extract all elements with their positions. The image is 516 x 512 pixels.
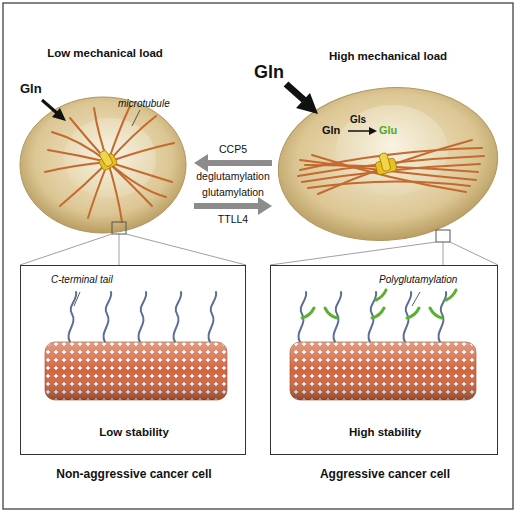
- microtubules: [45, 106, 174, 222]
- uptake-arrow-shaft: [42, 100, 58, 114]
- cell-right: [270, 77, 505, 265]
- zoom-line: [20, 234, 112, 265]
- text-label: Glu: [379, 124, 397, 137]
- tail: [138, 292, 146, 342]
- centriole: [379, 152, 391, 171]
- inset-microtubule-left: [45, 292, 227, 400]
- centriole: [99, 150, 114, 168]
- c-terminal-tails: [68, 292, 216, 342]
- zoom-connector: [119, 233, 120, 265]
- cell-region: Low mechanical load: [20, 95, 188, 233]
- text-label: Gln: [20, 82, 42, 97]
- leader-line: [132, 110, 140, 126]
- node-text: Low stability: [21, 426, 247, 439]
- tube-shading: [45, 342, 227, 400]
- tail: [103, 292, 111, 342]
- node-text: Non-aggressive cancer cell: [11, 468, 257, 482]
- reaction-arrow: [194, 154, 272, 172]
- zoom-square: [112, 222, 126, 234]
- tail: [68, 292, 76, 342]
- edge-label: CCP5: [153, 143, 313, 155]
- glutamate-chain: [446, 290, 456, 300]
- microtubule-line: [48, 150, 108, 162]
- c-terminal-tails: [298, 292, 446, 342]
- leader-line: [74, 292, 80, 306]
- text-label: TTLL4: [153, 213, 313, 225]
- zoom-line: [270, 242, 436, 265]
- connector-line: [119, 233, 120, 265]
- inset-box: PolyglutamylationHigh stabilityAggressiv…: [270, 265, 498, 455]
- arrow-head: [194, 154, 208, 172]
- cell-region: High mechanical load: [278, 82, 498, 242]
- microtubule-line: [108, 162, 166, 197]
- node-text: High stability: [271, 426, 499, 439]
- uptake-arrow-head: [296, 93, 318, 114]
- text-label: Gln: [254, 62, 284, 83]
- microtubules: [298, 140, 484, 194]
- connector-line: [207, 160, 272, 166]
- tubulin-lattice: [290, 342, 476, 400]
- reaction-arrow: [348, 130, 370, 132]
- text-label: microtubule: [118, 98, 170, 110]
- zoom-square: [436, 230, 450, 242]
- node-text: Aggressive cancer cell: [271, 468, 499, 482]
- reaction-arrow-head: [369, 127, 377, 135]
- node-heading: High mechanical load: [278, 50, 498, 63]
- glutamate-chain: [376, 290, 386, 300]
- zoom-line: [126, 234, 246, 265]
- uptake-arrow-head: [52, 108, 66, 121]
- zoom-line: [450, 242, 498, 265]
- microtubule-line: [60, 162, 108, 206]
- microtubule-line: [318, 140, 472, 194]
- tail: [208, 292, 216, 342]
- inset-microtubule-right: [290, 290, 476, 400]
- connector-line: [443, 242, 444, 265]
- tubulin-lattice: [45, 342, 227, 400]
- glutamate-chain: [430, 308, 442, 318]
- node-heading: Low mechanical load: [0, 47, 210, 60]
- frame: [3, 3, 513, 509]
- inset-box: C-terminal tailLow stabilityNon-aggressi…: [20, 265, 246, 455]
- glutamate-chain: [302, 308, 314, 318]
- text-label: Gln: [322, 124, 340, 137]
- leader-line: [412, 292, 420, 306]
- text-label: deglutamylation: [153, 170, 313, 182]
- node-heading: C-terminal tail: [51, 274, 113, 286]
- centrosome: [95, 148, 118, 172]
- arrow-head: [258, 197, 272, 215]
- glutamate-chain: [325, 308, 337, 318]
- microtubule-line: [108, 162, 172, 182]
- cell-body: [20, 97, 186, 233]
- reaction-arrow: [194, 197, 272, 215]
- glutamate-chain: [407, 308, 419, 318]
- polyglutamate-chains: [302, 290, 456, 318]
- connector-line: [194, 203, 259, 209]
- tube-shading: [290, 342, 476, 400]
- text-label: Gls: [350, 114, 366, 126]
- glutamate-chain: [372, 308, 384, 318]
- uptake-arrow-shaft: [286, 84, 304, 100]
- cell-body: [271, 77, 506, 251]
- node-heading: Polyglutamylation: [379, 274, 457, 286]
- centrosome: [373, 151, 397, 175]
- tail: [173, 292, 181, 342]
- edge-label: glutamylation: [153, 186, 313, 198]
- zoom-connector: [443, 242, 444, 265]
